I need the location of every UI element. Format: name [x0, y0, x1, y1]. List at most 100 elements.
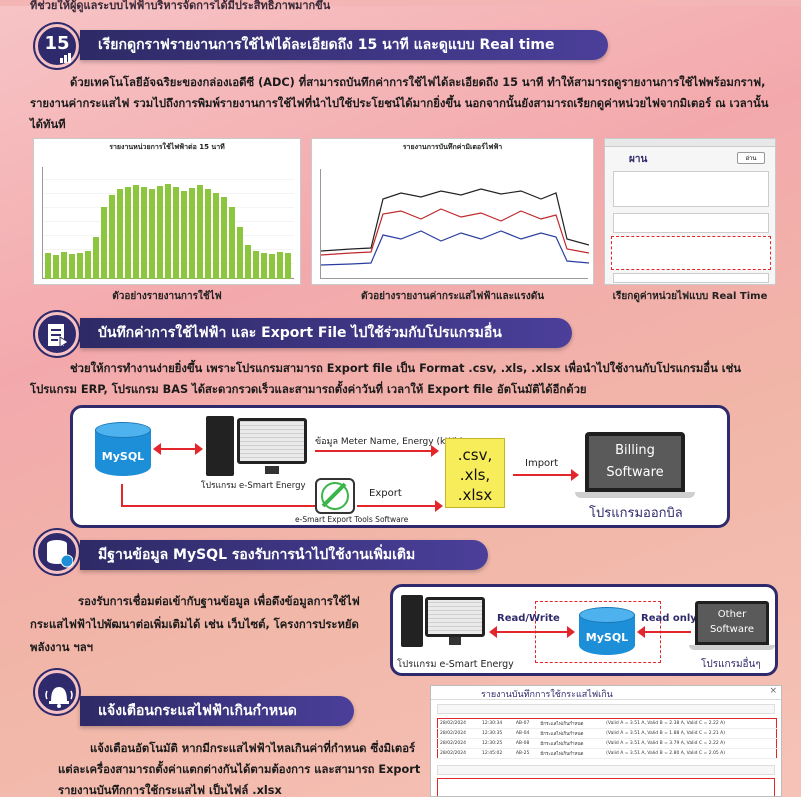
- alarm-bell-icon: [45, 687, 73, 708]
- mysql-diagram-panel: โปรแกรม e-Smart Energy Read/Write MySQL …: [390, 584, 778, 676]
- read-write-arrow-head-left: [489, 626, 497, 638]
- meter-info-box-2: [613, 213, 769, 233]
- realtime-header: ผาน: [629, 154, 648, 165]
- server-label: โปรแกรม e-Smart Energy: [201, 481, 306, 491]
- laptop-icon: Billing Software: [585, 432, 685, 492]
- monitor-stand: [265, 466, 279, 474]
- badge-database: [35, 530, 79, 574]
- read-only-arrow: [641, 631, 691, 633]
- other-caption: โปรแกรมอื่นๆ: [701, 659, 761, 670]
- meter-info-box-3: [613, 273, 769, 283]
- bar-chart-icon: [60, 53, 71, 63]
- laptop-icon-2: Other Software: [695, 601, 769, 645]
- export-path-left: [121, 505, 319, 507]
- laptop-base-2: [689, 645, 775, 650]
- server-tower-icon-2: [401, 595, 423, 647]
- overcurrent-settings-table: [437, 778, 775, 796]
- read-write-label: Read/Write: [497, 613, 560, 624]
- billing-screen: Billing Software: [589, 436, 681, 488]
- import-arrow: [513, 474, 573, 476]
- other-software-screen: Other Software: [698, 604, 766, 642]
- meter-record-caption: ตัวอย่างรายงานค่ากระแสไฟฟ้าและแรงดัน: [360, 291, 545, 302]
- overcurrent-report-window: รายงานบันทึกการใช้กระแสไฟเกิน × 28/02/20…: [430, 685, 782, 797]
- section4-banner: แจ้งเตือนกระแสไฟฟ้าเกินกำหนด: [80, 696, 354, 726]
- usage-report-screenshot: รายงานหน่วยการใช้ไฟฟ้าต่อ 15 นาที: [33, 138, 301, 285]
- billing-line-2: Software: [606, 465, 664, 480]
- export-arrow: [357, 505, 437, 507]
- intro-text: ที่ช่วยให้ผู้ดูแลระบบไฟฟ้าบริหารจัดการได…: [30, 0, 331, 12]
- billing-line-1: Billing: [615, 443, 655, 458]
- format-xlsx: .xlsx: [457, 486, 493, 504]
- export-tool-icon: [315, 478, 355, 514]
- top-strip: [0, 0, 801, 6]
- read-button[interactable]: อ่าน: [737, 152, 765, 164]
- monitor-stand-2: [449, 637, 461, 645]
- badge-number: 15: [44, 33, 70, 54]
- arrow-head-right: [195, 443, 203, 455]
- close-icon[interactable]: ×: [769, 686, 777, 696]
- section3-banner: มีฐานข้อมูล MySQL รองรับการนำไปใช้งานเพิ…: [80, 540, 488, 570]
- meter-lines: [320, 188, 590, 266]
- section3-paragraph: รองรับการเชื่อมต่อเข้ากับฐานข้อมูล เพื่อ…: [30, 595, 360, 654]
- realtime-screenshot: ผาน อ่าน: [604, 138, 776, 285]
- billing-caption: โปรแกรมออกบิล: [589, 506, 683, 521]
- meter-record-title: รายงานการบันทึกค่ามิเตอร์ไฟฟ้า: [402, 143, 503, 151]
- format-csv: .csv,: [457, 446, 493, 464]
- monitor-icon: [237, 418, 307, 464]
- realtime-titlebar: [605, 139, 775, 147]
- section4-paragraph: แจ้งเตือนอัตโนมัติ หากมีกระแสไฟฟ้าไหลเกิ…: [58, 742, 421, 797]
- overcurrent-filter-bar: [437, 704, 775, 714]
- arrow-head-left: [153, 443, 161, 455]
- mysql-label: MySQL: [101, 450, 145, 463]
- realtime-caption: เรียกดูค่าหน่วยไฟแบบ Real Time: [612, 291, 768, 302]
- mysql-database-icon-2: MySQL: [579, 607, 635, 659]
- overcurrent-window-title: รายงานบันทึกการใช้กระแสไฟเกิน: [481, 690, 613, 700]
- database-sql-icon: [47, 540, 73, 568]
- read-only-arrow-head: [637, 626, 645, 638]
- export-document-icon: [48, 324, 69, 348]
- badge-15: 15: [35, 24, 79, 68]
- export-arrow-head: [435, 500, 443, 512]
- section1-banner: เรียกดูกราฟรายงานการใช้ไฟได้ละเอียดถึง 1…: [80, 30, 608, 60]
- server-doc-arrow: [315, 450, 433, 452]
- file-format-document: .csv, .xls, .xlsx: [445, 438, 505, 508]
- mysql-server-arrow: [157, 448, 197, 450]
- mysql-label-2: MySQL: [585, 631, 629, 644]
- usage-bars: [45, 184, 291, 279]
- realtime-highlight: [611, 236, 771, 270]
- section1-paragraph: ด้วยเทคโนโลยีอัจฉริยะของกล่องเอดีซี (ADC…: [30, 76, 769, 131]
- export-label: Export: [369, 488, 402, 499]
- server-label-2: โปรแกรม e-Smart Energy: [397, 659, 514, 670]
- format-xls: .xls,: [459, 466, 491, 484]
- read-write-arrow: [493, 631, 569, 633]
- usage-report-caption: ตัวอย่างรายงานการใช้ไฟ: [112, 291, 222, 302]
- overcurrent-filter-bar-2: [437, 765, 775, 775]
- read-write-arrow-head-right: [567, 626, 575, 638]
- import-label: Import: [525, 458, 559, 469]
- export-path-vertical: [121, 484, 123, 506]
- import-arrow-head: [571, 469, 579, 481]
- export-diagram-panel: MySQL โปรแกรม e-Smart Energy ข้อมูล Mete…: [70, 405, 730, 528]
- section2-paragraph: ช่วยให้การทำงานง่ายยิ่งขึ้น เพราะโปรแกรม…: [30, 362, 742, 396]
- data-label: ข้อมูล Meter Name, Energy (kWh): [315, 437, 464, 447]
- monitor-icon-2: [425, 597, 485, 637]
- server-doc-arrow-head: [431, 445, 439, 457]
- meter-record-screenshot: รายงานการบันทึกค่ามิเตอร์ไฟฟ้า: [311, 138, 594, 285]
- badge-export: [35, 312, 79, 356]
- section2-banner: บันทึกค่าการใช้ไฟฟ้า และ Export File ไปใ…: [80, 318, 572, 348]
- mysql-database-icon: MySQL: [95, 422, 151, 482]
- meter-info-box: [613, 171, 769, 207]
- overcurrent-window-titlebar: รายงานบันทึกการใช้กระแสไฟเกิน ×: [431, 686, 781, 700]
- other-line-2: Software: [709, 624, 755, 635]
- laptop-base: [575, 492, 695, 498]
- meter-chart-plot: [320, 169, 590, 279]
- other-line-1: Other: [717, 609, 747, 620]
- badge-alarm: [35, 670, 79, 714]
- export-tool-label: e-Smart Export Tools Software: [295, 515, 409, 524]
- read-only-label: Read only: [641, 613, 697, 624]
